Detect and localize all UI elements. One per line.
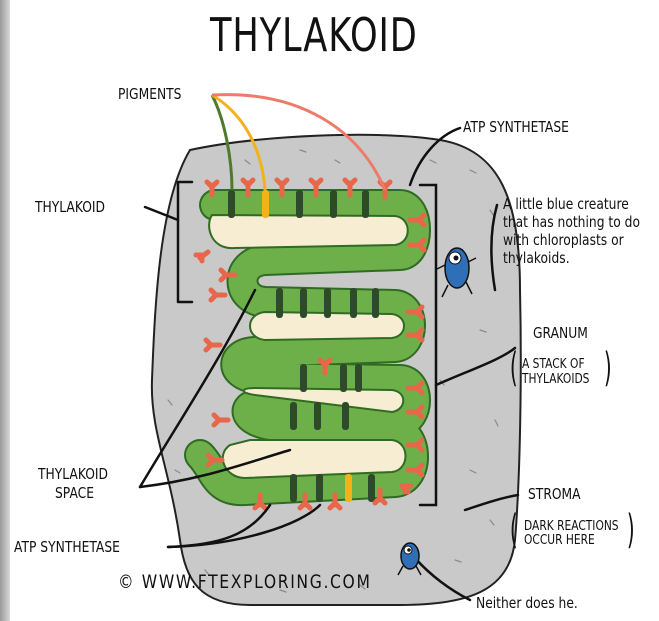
granum-desc-line-1: A STACK OF bbox=[522, 358, 585, 372]
label-stroma: STROMA bbox=[528, 486, 581, 503]
granum-paren-right: ) bbox=[604, 348, 612, 388]
stroma-desc-line-1: DARK REACTIONS bbox=[524, 520, 619, 534]
granum-paren-left: ( bbox=[510, 348, 518, 388]
label-thylakoid: THYLAKOID bbox=[35, 199, 105, 216]
label-granum: GRANUM bbox=[533, 325, 588, 342]
thylakoid-space-line-1: THYLAKOID bbox=[38, 466, 108, 483]
label-atp-synthetase-bottom: ATP SYNTHETASE bbox=[14, 539, 120, 556]
creature-note-line-2: that has nothing to do bbox=[503, 214, 640, 231]
label-neither-note: Neither does he. bbox=[476, 595, 578, 612]
copyright-text: © WWW.FTEXPLORING.COM bbox=[118, 574, 372, 591]
creature-note-line-4: thylakoids. bbox=[503, 250, 570, 267]
stroma-paren-right: ) bbox=[627, 510, 635, 550]
thylakoid-space-line-2: SPACE bbox=[55, 485, 94, 502]
creature-note-line-3: with chloroplasts or bbox=[503, 232, 624, 249]
label-pigments: PIGMENTS bbox=[118, 86, 181, 103]
stroma-paren-left: ( bbox=[510, 510, 518, 550]
stroma-desc-line-2: OCCUR HERE bbox=[524, 534, 595, 548]
granum-desc-line-2: THYLAKOIDS bbox=[522, 373, 589, 387]
creature-note-line-1: A little blue creature bbox=[503, 196, 629, 213]
label-atp-synthetase-top: ATP SYNTHETASE bbox=[463, 119, 569, 136]
